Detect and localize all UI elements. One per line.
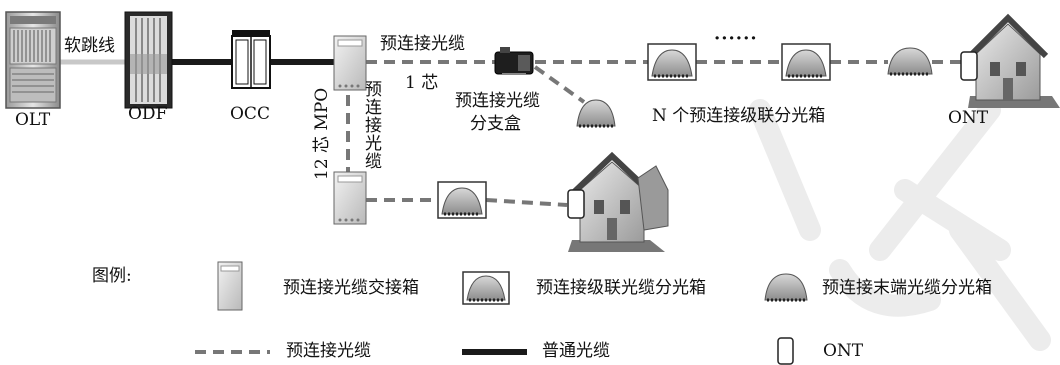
ont-bottom-icon: [567, 189, 585, 219]
dashed-cable: [346, 60, 962, 207]
house-top-icon: [967, 13, 1060, 108]
odf-rack-icon: [124, 11, 173, 109]
soft-jumper-label: 软跳线: [64, 36, 115, 56]
cascade-box-1-icon: [647, 43, 697, 81]
cascade-box-2-icon: [781, 43, 831, 81]
house-bottom-icon: [568, 151, 669, 252]
ont-label: ONT: [948, 108, 989, 128]
legend-title: 图例:: [92, 266, 132, 286]
olt-rack-icon: [5, 11, 61, 109]
terminal-box-2-icon: [887, 47, 933, 76]
preconnect-cable-vertical-label: 预连接光缆: [361, 80, 381, 170]
branch-box-label-line2: 分支盒: [470, 114, 521, 134]
legend-preconnect-cable-label: 预连接光缆: [286, 341, 371, 361]
terminal-box-1-icon: [576, 99, 616, 128]
legend-normal-cable-label: 普通光缆: [542, 341, 610, 361]
legend-cross-box-icon: [217, 261, 243, 311]
legend-cascade-box-label: 预连接级联光缆分光箱: [536, 278, 706, 298]
cross-box-bottom-icon: [333, 171, 367, 225]
legend-terminal-box-label: 预连接末端光缆分光箱: [822, 278, 992, 298]
ellipsis-label: ······: [714, 28, 758, 49]
olt-label: OLT: [15, 110, 51, 130]
legend-terminal-box-icon: [764, 273, 808, 302]
legend-cross-box-label: 预连接光缆交接箱: [283, 278, 419, 298]
odf-label: ODF: [128, 104, 168, 124]
legend-cascade-box-icon: [462, 271, 510, 305]
cascade-boxes-label: N 个预连接级联分光箱: [652, 106, 826, 126]
legend-ont-icon: [777, 337, 794, 365]
one-core-label: 1 芯: [405, 73, 439, 93]
preconnect-cable-top-label: 预连接光缆: [380, 34, 465, 54]
cross-box-top-icon: [333, 35, 367, 91]
ont-top-icon: [960, 51, 978, 81]
occ-cabinet-icon: [231, 30, 271, 89]
branch-box-icon: [494, 47, 534, 75]
watermark: [749, 99, 1051, 351]
cascade-box-3-icon: [437, 181, 487, 219]
twelve-core-mpo-label: 12 芯 MPO: [312, 87, 332, 180]
legend-ont-label: ONT: [823, 341, 864, 361]
occ-label: OCC: [230, 104, 270, 124]
branch-box-label-line1: 预连接光缆: [455, 91, 540, 111]
